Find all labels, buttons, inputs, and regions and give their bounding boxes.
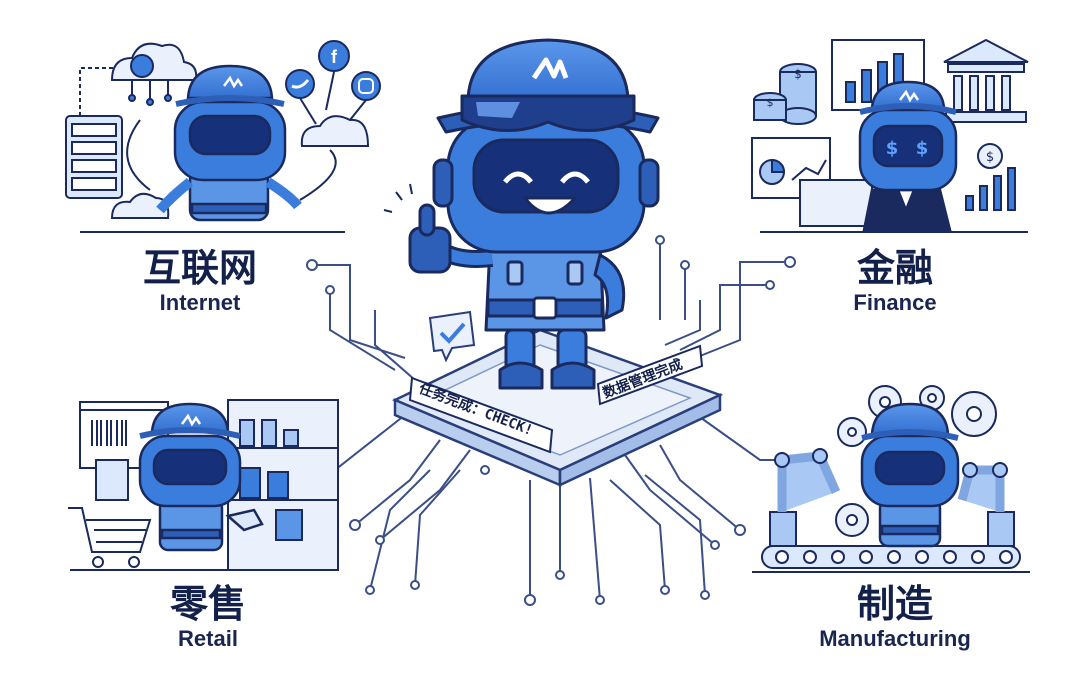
svg-text:$: $ bbox=[986, 150, 994, 165]
sector-finance-zh: 金融 bbox=[856, 246, 933, 290]
instagram-icon bbox=[351, 71, 381, 101]
internet-vignette: f bbox=[65, 40, 381, 233]
coin-stack-icon bbox=[753, 63, 817, 125]
svg-text:$: $ bbox=[916, 138, 929, 159]
central-robot bbox=[383, 38, 660, 390]
svg-text:$: $ bbox=[767, 96, 774, 109]
sector-finance: 金融 Finance bbox=[795, 246, 995, 316]
svg-text:f: f bbox=[331, 47, 338, 67]
bank-icon bbox=[943, 38, 1029, 123]
manufacturing-vignette bbox=[752, 385, 1030, 573]
check-bubble-icon bbox=[428, 310, 476, 363]
svg-text:$: $ bbox=[794, 67, 802, 81]
gear-icon bbox=[835, 385, 997, 537]
twitter-icon bbox=[285, 69, 315, 99]
globe-icon bbox=[130, 54, 154, 78]
sector-internet-zh: 互联网 bbox=[142, 246, 257, 290]
sector-manufacturing-en: Manufacturing bbox=[819, 626, 971, 651]
finance-vignette: $ $ $ bbox=[751, 38, 1029, 233]
sector-retail: 零售 Retail bbox=[108, 582, 308, 652]
facebook-icon bbox=[318, 40, 350, 72]
sector-retail-en: Retail bbox=[178, 626, 238, 651]
logo-icon bbox=[531, 57, 569, 80]
circuit-nodes bbox=[265, 235, 825, 606]
sector-internet: 互联网 Internet bbox=[100, 246, 300, 316]
robot-arm-left bbox=[769, 448, 841, 547]
robot-arm-right bbox=[957, 462, 1015, 547]
sector-manufacturing-zh: 制造 bbox=[856, 582, 933, 626]
sector-manufacturing: 制造 Manufacturing bbox=[780, 582, 1010, 652]
cart-icon bbox=[68, 507, 152, 568]
sector-internet-en: Internet bbox=[159, 290, 241, 315]
sector-retail-zh: 零售 bbox=[169, 582, 246, 626]
sector-finance-en: Finance bbox=[853, 290, 937, 315]
retail-vignette bbox=[68, 399, 339, 571]
circuit-lines bbox=[270, 240, 820, 601]
barcode-icon bbox=[91, 420, 127, 446]
svg-text:$: $ bbox=[886, 138, 899, 159]
